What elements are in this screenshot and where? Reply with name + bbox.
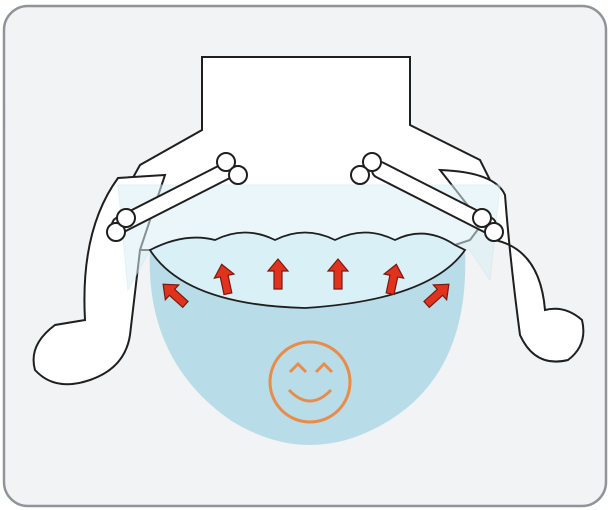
diagram-canvas: [0, 0, 610, 510]
diagram-svg: [0, 0, 610, 510]
